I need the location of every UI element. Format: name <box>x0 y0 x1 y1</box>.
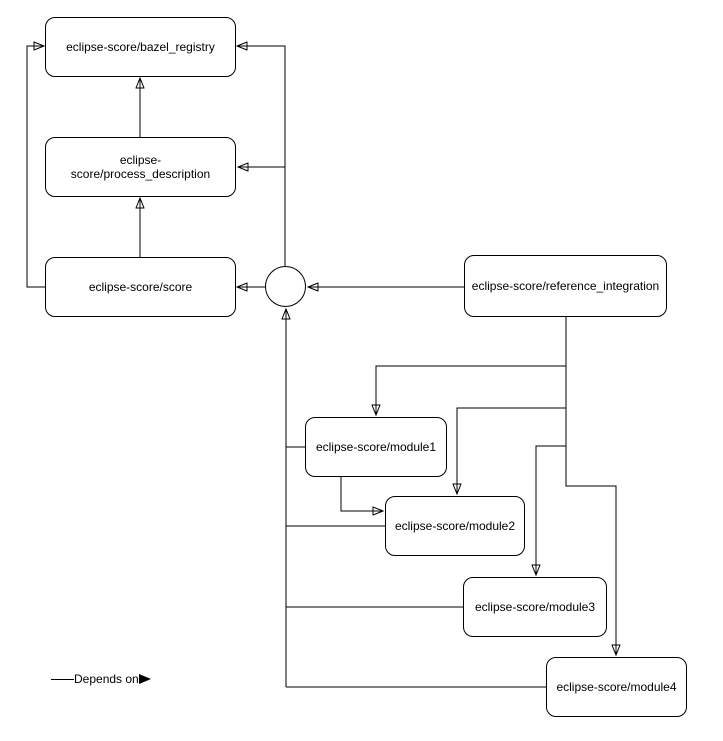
edge-junction-to-bazel-registry <box>237 46 286 266</box>
node-process-description: eclipse-score/process_description <box>45 137 236 197</box>
edge-reference-integration-to-module3 <box>536 445 566 575</box>
node-module4: eclipse-score/module4 <box>546 657 687 717</box>
node-score: eclipse-score/score <box>45 257 236 317</box>
edge-reference-integration-to-module2 <box>457 407 566 494</box>
node-reference-integration: eclipse-score/reference_integration <box>464 255 667 317</box>
node-module1: eclipse-score/module1 <box>305 417 447 477</box>
legend-depends-on: Depends on <box>51 668 151 690</box>
junction-circle <box>265 266 306 307</box>
legend-arrowhead-icon <box>138 674 151 684</box>
edge-reference-integration-to-module1 <box>376 365 566 415</box>
node-module4-label: eclipse-score/module4 <box>556 679 677 694</box>
edge-reference-integration-to-module4 <box>565 317 616 655</box>
node-module3: eclipse-score/module3 <box>463 577 607 637</box>
node-module2: eclipse-score/module2 <box>385 496 525 556</box>
node-reference-integration-label: eclipse-score/reference_integration <box>471 278 660 293</box>
node-module1-label: eclipse-score/module1 <box>315 439 437 454</box>
node-score-label: eclipse-score/score <box>88 279 193 294</box>
legend-edge-sample-line <box>51 678 74 680</box>
node-module2-label: eclipse-score/module2 <box>394 518 516 533</box>
node-process-description-label: eclipse-score/process_description <box>70 152 211 181</box>
edge-score-to-bazel-registry <box>26 46 45 288</box>
node-bazel-registry: eclipse-score/bazel_registry <box>45 17 236 77</box>
node-bazel-registry-label: eclipse-score/bazel_registry <box>66 39 215 54</box>
node-module3-label: eclipse-score/module3 <box>474 599 596 614</box>
edge-module1-to-module2 <box>340 477 383 511</box>
legend-label: Depends on <box>74 672 139 686</box>
